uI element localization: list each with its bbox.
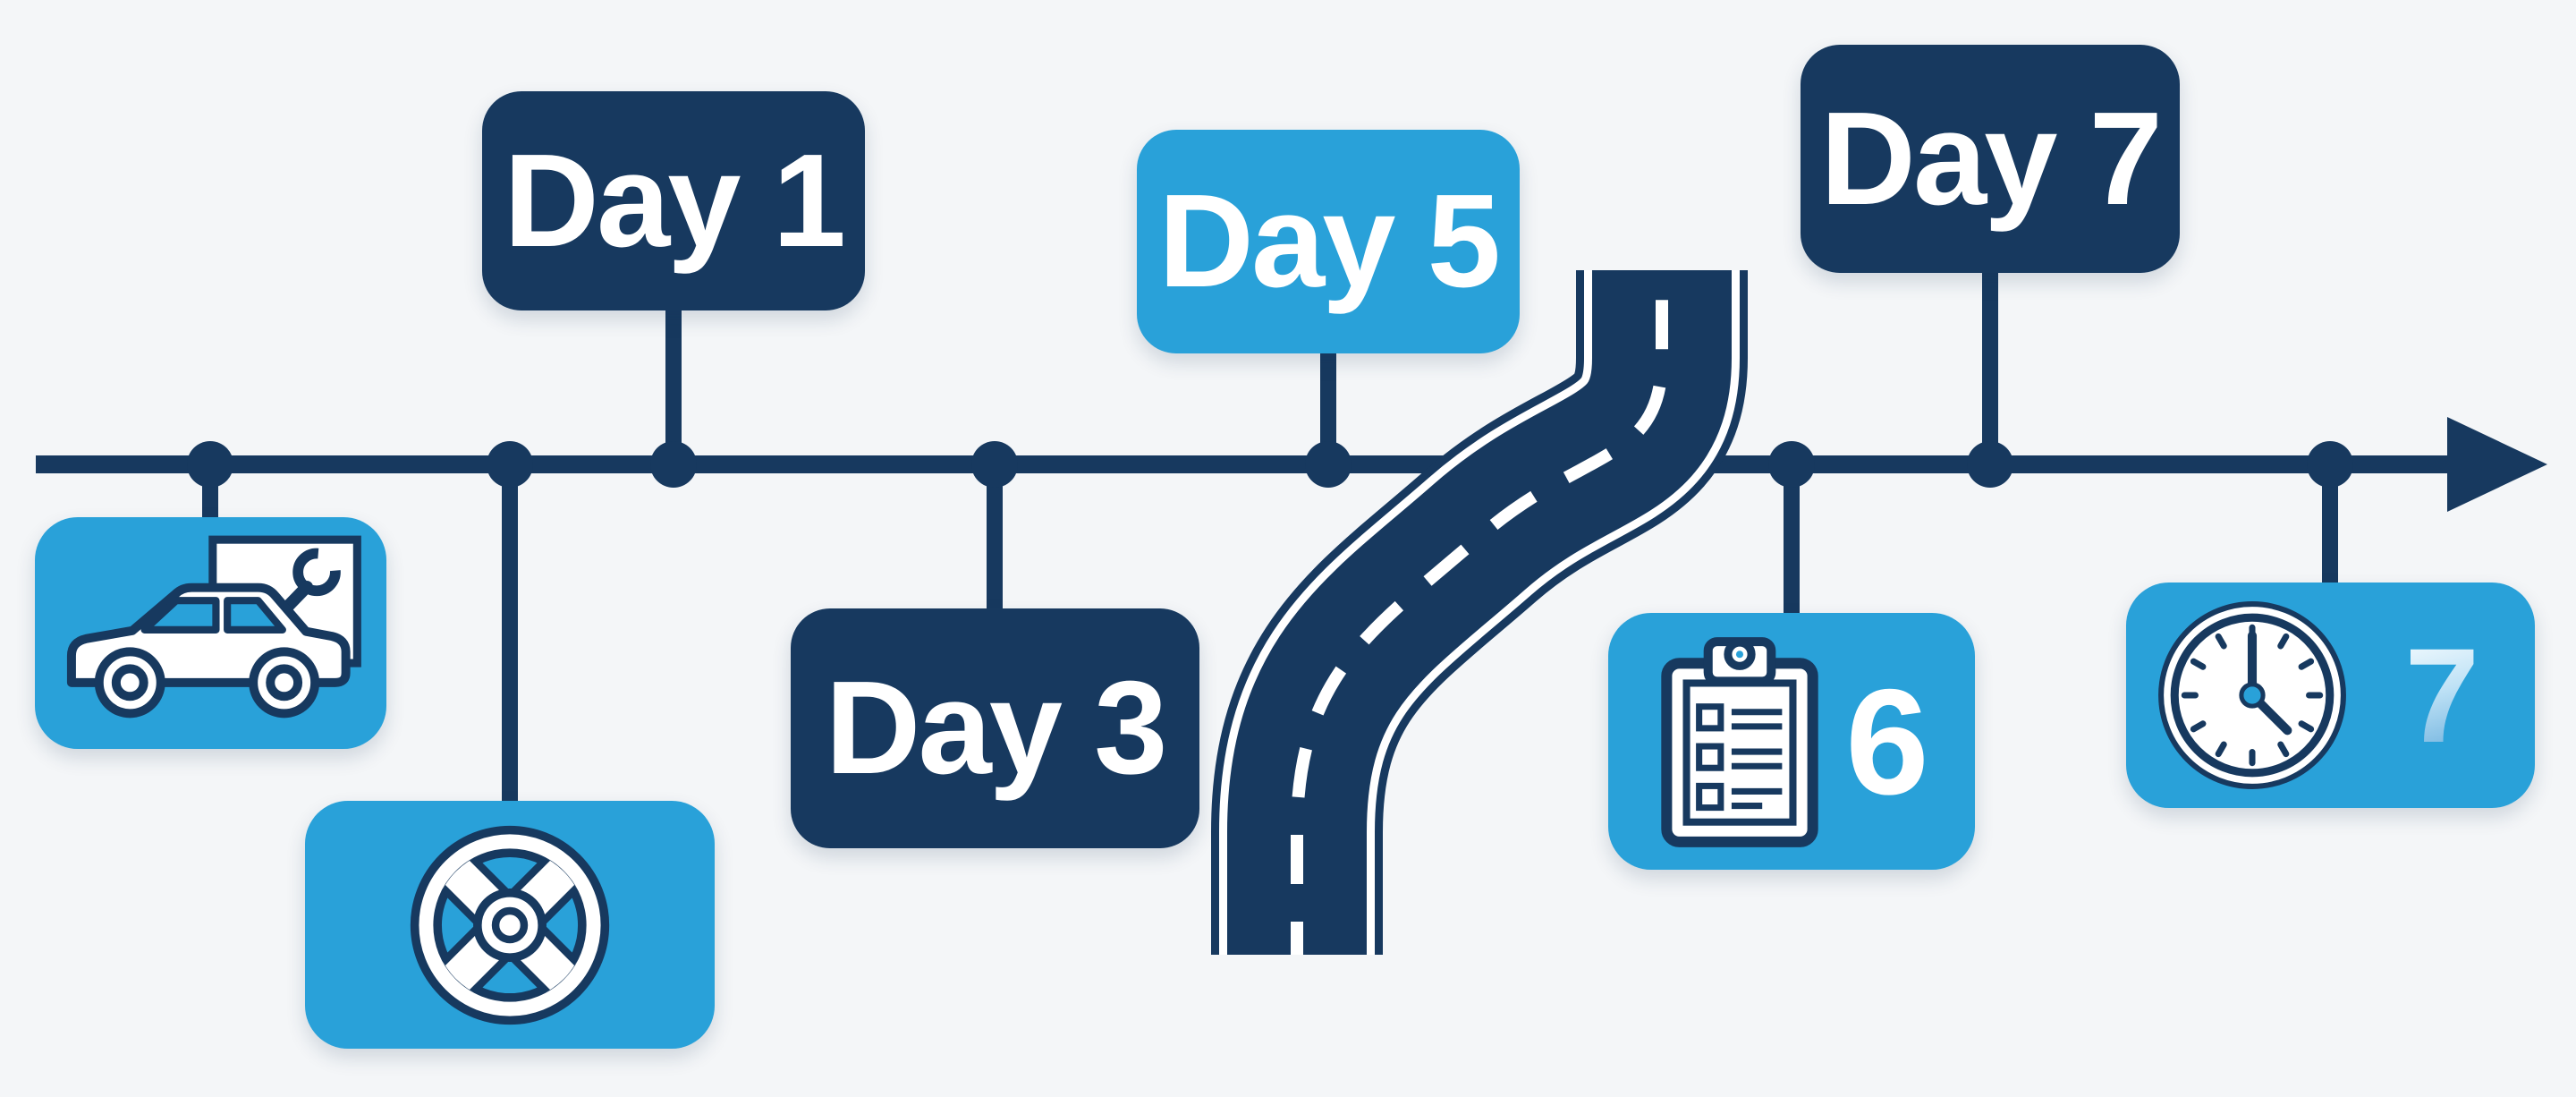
checkbox [1696, 743, 1724, 771]
clock-ticks [2181, 624, 2324, 767]
day-3-sign: Day 3 [791, 608, 1199, 848]
clock-icon [2158, 601, 2346, 789]
arrow-right-icon [2447, 417, 2547, 512]
timeline-dot-3 [650, 441, 697, 488]
timeline-dot-1 [187, 441, 233, 488]
day-1-sign: Day 1 [482, 91, 865, 310]
checklist-card: 6 [1608, 613, 1975, 870]
milestone-number: 7 [2404, 620, 2479, 770]
day-label: Day 3 [825, 654, 1168, 802]
day-label: Day 7 [1820, 84, 2163, 233]
car-icon [66, 583, 351, 719]
timeline-dot-8 [2307, 441, 2353, 488]
list-lines [1732, 708, 1783, 809]
timeline-dot-7 [1967, 441, 2013, 488]
day-label: Day 1 [504, 126, 846, 275]
car-service-card [35, 517, 386, 749]
day-7-sign: Day 7 [1801, 45, 2180, 273]
checkbox [1696, 702, 1724, 731]
timeline-axis [36, 259, 2547, 823]
clock-card: 7 [2126, 583, 2535, 808]
checklist-clipboard-icon [1661, 636, 1818, 847]
timeline-dot-5 [1305, 441, 1352, 488]
winding-road-graphic [1211, 270, 1748, 955]
road-center-dashes [1291, 270, 1668, 955]
timeline-dot-4 [971, 441, 1018, 488]
wheel-icon [410, 825, 610, 1025]
day-5-sign: Day 5 [1137, 130, 1520, 353]
timeline-dot-6 [1768, 441, 1815, 488]
checkbox [1696, 782, 1724, 811]
timeline-dot-2 [487, 441, 533, 488]
car-service-icon [66, 535, 361, 719]
day-label: Day 5 [1158, 167, 1501, 315]
milestone-number: 6 [1845, 657, 1929, 826]
wheel-card [305, 801, 715, 1049]
